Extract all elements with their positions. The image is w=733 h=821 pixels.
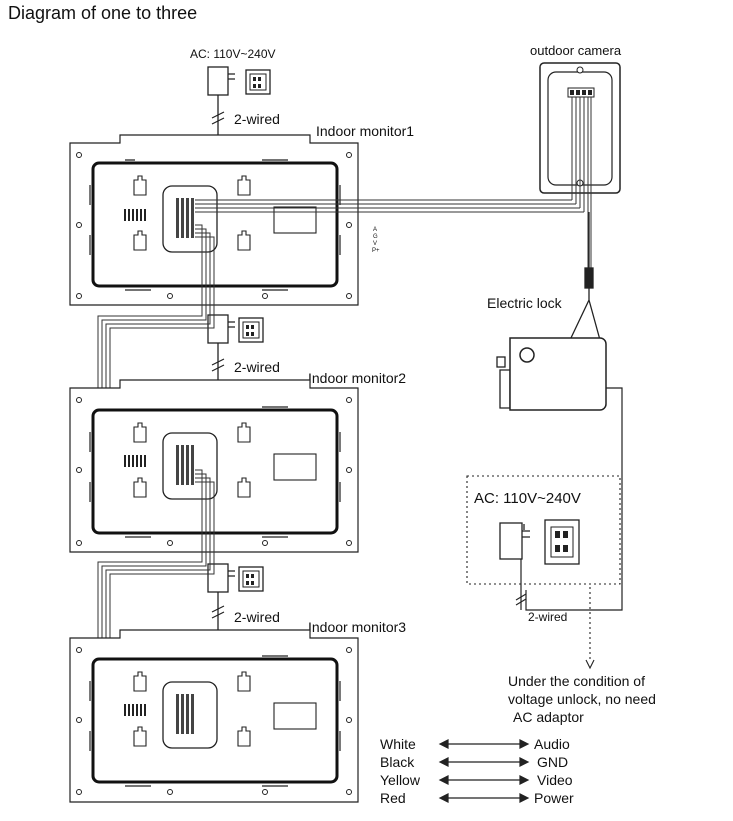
legend-wire-red: Red [380,790,406,806]
power-adapter-icon [207,563,235,593]
monitor-2-label: Indoor monitor2 [308,370,406,386]
legend-wire-black: Black [380,754,415,770]
electric-lock [496,337,607,411]
lock-cable [569,212,601,341]
wall-socket-icon [238,317,264,343]
two-wired-label-3: 2-wired [234,609,280,625]
camera-cable [195,199,584,213]
electric-lock-label: Electric lock [487,295,563,311]
monitor-1-label: Indoor monitor1 [316,123,414,139]
legend-signal-power: Power [534,790,574,806]
two-wired-label-box: 2-wired [528,610,567,624]
legend-wire-white: White [380,736,416,752]
ac-box-label: AC: 110V~240V [474,490,581,507]
legend-signal-gnd: GND [537,754,568,770]
wire-legend: White Black Yellow Red Audio GND Video P… [380,736,574,806]
note-line-2: voltage unlock, no need [508,691,656,707]
two-wired-label-2: 2-wired [234,359,280,375]
monitor-3-label: Indoor monitor3 [308,619,406,635]
ac-top-label: AC: 110V~240V [190,47,276,61]
note-line-3: AC adaptor [513,709,584,725]
terminal-p: P+ [372,248,380,254]
note-line-1: Under the condition of [508,673,645,689]
wall-socket-icon [544,519,580,565]
two-wired-label-1: 2-wired [234,111,280,127]
indoor-monitor-2 [69,379,359,553]
ac-adaptor-box [466,475,621,585]
legend-signal-audio: Audio [534,736,570,752]
power-adapter-icon [499,522,530,560]
arrow-double-icon [438,739,530,749]
terminal-v: V [373,241,377,247]
power-adapter-icon [207,66,235,100]
arrow-double-icon [438,757,530,767]
diagram-title: Diagram of one to three [8,3,197,23]
outdoor-camera-label: outdoor camera [530,43,622,58]
wall-socket-icon [245,69,271,95]
indoor-monitor-3 [69,629,359,803]
wall-socket-icon [238,566,264,592]
power-adapter-icon [207,314,235,344]
indoor-monitor-1 [69,134,359,306]
terminal-g: G [373,234,378,240]
arrow-double-icon [438,793,530,803]
arrow-double-icon [438,775,530,785]
legend-wire-yellow: Yellow [380,772,421,788]
terminal-a: A [373,227,377,233]
legend-signal-video: Video [537,772,573,788]
terminal-labels: A G V P+ [372,227,380,254]
